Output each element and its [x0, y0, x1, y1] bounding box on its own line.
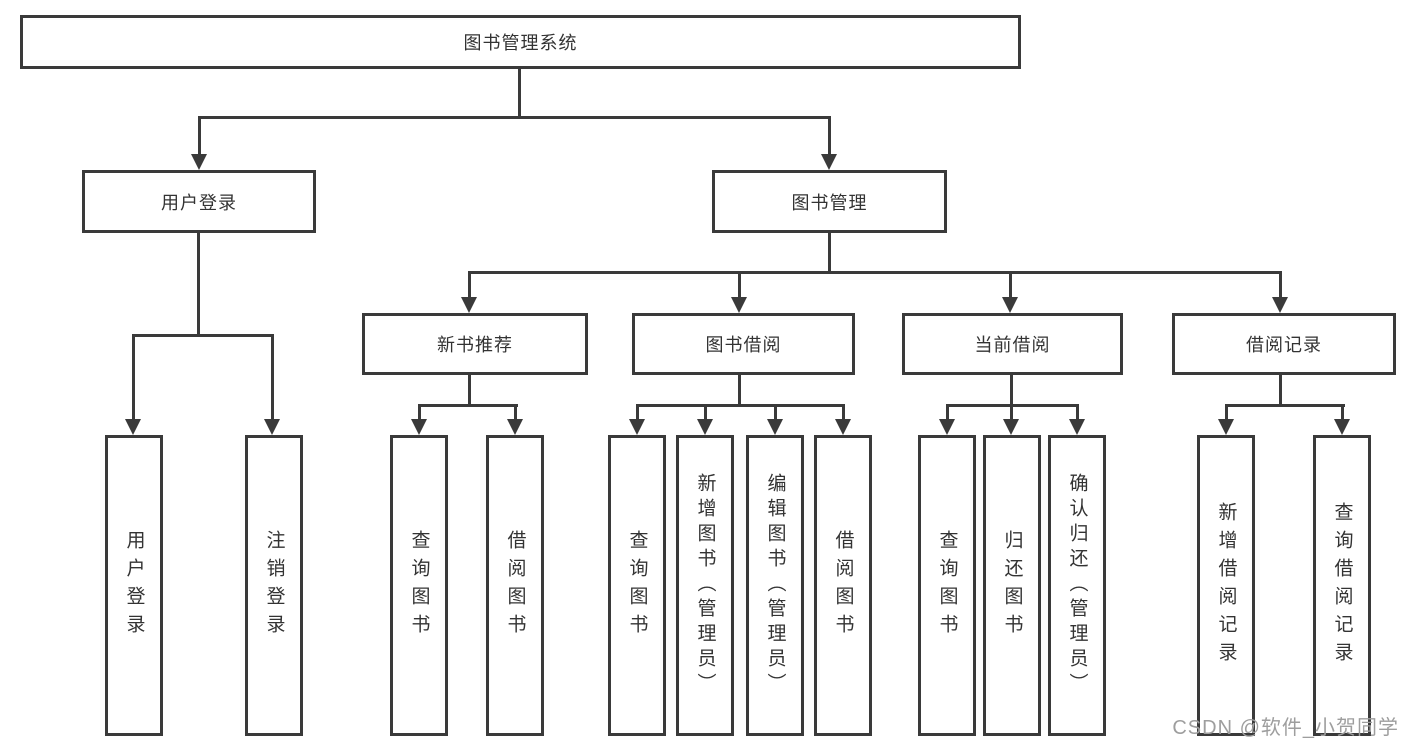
node-leaf-query-borrow-record: 查询借阅记录	[1313, 435, 1371, 736]
arrow-to-leaf-login	[125, 419, 141, 435]
arrow-to-user-login	[191, 154, 207, 170]
connector-borrow-stem	[738, 375, 741, 407]
node-leaf-borrow-books-rec: 借阅图书	[486, 435, 544, 736]
connector-bb-leaf3	[774, 404, 777, 420]
connector-user-login-stem	[197, 233, 200, 337]
arrow-cb-leaf2	[1003, 419, 1019, 435]
csdn-watermark: CSDN @软件_小贺同学	[1172, 717, 1399, 739]
node-book-borrow: 图书借阅	[632, 313, 855, 375]
connector-bb-leaf1	[636, 404, 639, 420]
connector-new-book-stem	[468, 375, 471, 407]
connector-br-leaf2	[1341, 404, 1344, 420]
arrow-cb-leaf1	[939, 419, 955, 435]
connector-to-book-mgmt	[828, 116, 831, 156]
arrow-to-borrow	[731, 297, 747, 313]
node-leaf-query-books-rec: 查询图书	[390, 435, 448, 736]
connector-book-mgmt-stem	[828, 233, 831, 274]
arrow-to-current	[1002, 297, 1018, 313]
arrow-bb-leaf2	[697, 419, 713, 435]
connector-records-branch	[1225, 404, 1345, 407]
node-leaf-user-login: 用户登录	[105, 435, 163, 736]
arrow-to-leaf-logout	[264, 419, 280, 435]
connector-br-leaf1	[1225, 404, 1228, 420]
connector-records-stem	[1279, 375, 1282, 407]
arrow-bb-leaf1	[629, 419, 645, 435]
node-root: 图书管理系统	[20, 15, 1021, 69]
node-leaf-edit-books-admin: 编辑图书（管理员）	[746, 435, 804, 736]
node-leaf-add-books-admin: 新增图书（管理员）	[676, 435, 734, 736]
connector-nb-leaf2	[514, 404, 517, 420]
connector-to-user-login	[198, 116, 201, 156]
connector-to-records	[1279, 271, 1282, 299]
node-user-login: 用户登录	[82, 170, 316, 233]
connector-to-leaf-login	[132, 334, 135, 420]
node-leaf-borrow-books: 借阅图书	[814, 435, 872, 736]
connector-to-new-book	[468, 271, 471, 299]
node-leaf-query-books-current: 查询图书	[918, 435, 976, 736]
connector-borrow-branch	[636, 404, 845, 407]
arrow-cb-leaf3	[1069, 419, 1085, 435]
node-leaf-return-books: 归还图书	[983, 435, 1041, 736]
connector-current-stem	[1010, 375, 1013, 407]
connector-root-stem	[518, 68, 521, 119]
arrow-bb-leaf3	[767, 419, 783, 435]
connector-cb-leaf3	[1076, 404, 1079, 420]
connector-to-current	[1009, 271, 1012, 299]
connector-new-book-branch	[418, 404, 518, 407]
arrow-br-leaf2	[1334, 419, 1350, 435]
node-leaf-add-borrow-record: 新增借阅记录	[1197, 435, 1255, 736]
connector-nb-leaf1	[418, 404, 421, 420]
connector-cb-leaf2	[1010, 404, 1013, 420]
arrow-nb-leaf1	[411, 419, 427, 435]
arrow-to-new-book	[461, 297, 477, 313]
node-new-book-rec: 新书推荐	[362, 313, 588, 375]
arrow-nb-leaf2	[507, 419, 523, 435]
node-borrow-records: 借阅记录	[1172, 313, 1396, 375]
arrow-br-leaf1	[1218, 419, 1234, 435]
connector-user-login-branch	[132, 334, 274, 337]
connector-to-leaf-logout	[271, 334, 274, 420]
node-book-mgmt: 图书管理	[712, 170, 947, 233]
node-leaf-query-books-borrow: 查询图书	[608, 435, 666, 736]
node-leaf-logout: 注销登录	[245, 435, 303, 736]
connector-root-branch	[198, 116, 831, 119]
connector-to-borrow	[738, 271, 741, 299]
arrow-to-records	[1272, 297, 1288, 313]
node-current-borrow: 当前借阅	[902, 313, 1123, 375]
connector-cb-leaf1	[946, 404, 949, 420]
node-leaf-confirm-return-admin: 确认归还（管理员）	[1048, 435, 1106, 736]
arrow-to-book-mgmt	[821, 154, 837, 170]
connector-bb-leaf4	[842, 404, 845, 420]
connector-bb-leaf2	[704, 404, 707, 420]
arrow-bb-leaf4	[835, 419, 851, 435]
connector-book-mgmt-branch	[468, 271, 1282, 274]
